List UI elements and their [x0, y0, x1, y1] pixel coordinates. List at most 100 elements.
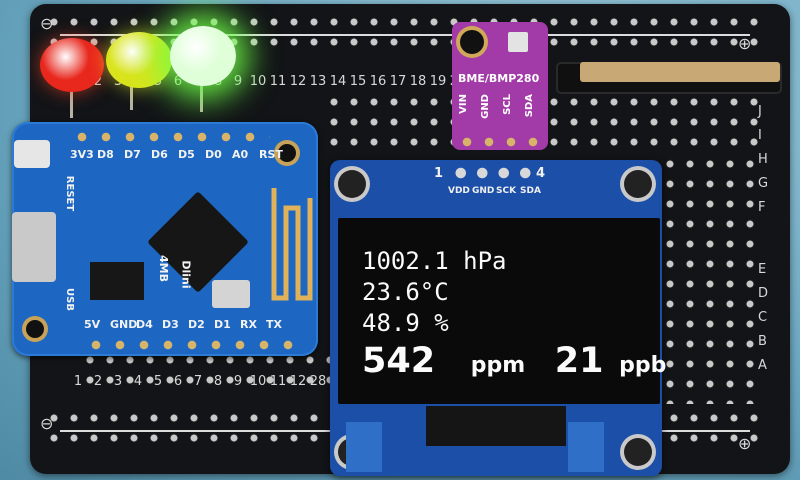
red-led: [40, 38, 104, 92]
side-letter: C: [758, 310, 768, 325]
crystal: [212, 280, 250, 308]
oled-pin-label: SDA: [520, 186, 541, 196]
wemos-pin-label: D0: [205, 148, 222, 161]
bme-pin-label: SCL: [502, 94, 513, 115]
top-pin-row: [70, 130, 270, 144]
row-number: 7: [193, 374, 203, 389]
flex-ribbon: [426, 406, 566, 446]
co2-value: 542: [362, 341, 436, 381]
flash-size-label: 4MB: [156, 255, 170, 282]
micro-usb-port: [12, 212, 56, 282]
oled-pin-row: [450, 166, 536, 180]
row-number: 19: [429, 74, 447, 89]
row-number: 18: [409, 74, 427, 89]
bottom-pin-row: [84, 338, 294, 352]
tvoc-value: 21: [554, 341, 604, 381]
wemos-pin-label: 5V: [84, 318, 101, 331]
wemos-pin-label: D8: [97, 148, 114, 161]
oled-readings: 1002.1 hPa 23.6°C 48.9 % 542 ppm 21 ppb: [362, 246, 666, 381]
row-number: 9: [233, 74, 243, 89]
row-number: 11: [269, 74, 287, 89]
row-number: 16: [369, 74, 387, 89]
side-letter: F: [758, 200, 766, 215]
oled-pin-label: GND: [472, 186, 495, 196]
bme-pin-label: VIN: [458, 94, 469, 114]
green-led: [170, 26, 236, 86]
side-letter: G: [758, 176, 769, 191]
wemos-pin-label: D5: [178, 148, 195, 161]
rail-plus-bottom-right: ⊕: [738, 434, 752, 453]
row-number: 4: [133, 374, 143, 389]
row-number: 1: [73, 374, 83, 389]
row-number: 5: [153, 374, 163, 389]
mount-hole: [26, 320, 44, 338]
usb-label: USB: [63, 288, 75, 311]
side-letter: J: [758, 104, 762, 119]
row-number: 13: [309, 74, 327, 89]
tvoc-unit: ppb: [619, 353, 667, 378]
right-pad-field: [660, 154, 764, 254]
dual-label: Dlini: [179, 260, 193, 289]
bme-pin-label: SDA: [524, 94, 535, 118]
bme-pin-row: [456, 136, 544, 148]
bme-pin-label: GND: [480, 94, 491, 119]
top-rail-line: [60, 34, 750, 36]
wemos-pin-label: RST: [259, 148, 283, 161]
pressure-reading: 1002.1 hPa: [362, 247, 507, 275]
mount-hole: [278, 144, 296, 162]
wemos-pin-label: A0: [232, 148, 249, 161]
mount-hole: [624, 438, 652, 466]
wemos-pin-label: D1: [214, 318, 231, 331]
row-number: 14: [329, 74, 347, 89]
wemos-pin-label: D4: [136, 318, 153, 331]
rail-minus-bottom-left: ⊖: [40, 414, 54, 433]
mount-hole: [338, 170, 366, 198]
mount-hole: [460, 30, 484, 54]
prototype-board: ⊖ ⊕ ⊖ ⊕ 12345678910111213141516171819202…: [30, 4, 790, 474]
wemos-pin-label: D2: [188, 318, 205, 331]
led-leg: [70, 80, 73, 118]
temperature-reading: 23.6°C: [362, 278, 449, 306]
side-letter: A: [758, 358, 767, 373]
row-number: 28: [309, 374, 327, 389]
bottom-row-numbers: 123456789101112282930: [68, 374, 368, 389]
bme-title: BME/BMP280: [458, 72, 540, 85]
lower-pad-field: [80, 350, 360, 390]
antenna-trace: [271, 188, 313, 301]
side-letter: B: [758, 334, 767, 349]
rail-minus-top-left: ⊖: [40, 14, 54, 33]
wemos-pin-label: 3V3: [70, 148, 94, 161]
wemos-pin-label: D7: [124, 148, 141, 161]
co2-unit: ppm: [470, 353, 526, 378]
wemos-pin-label: TX: [266, 318, 282, 331]
side-letter: H: [758, 152, 768, 167]
row-number: 3: [113, 374, 123, 389]
reset-label: RESET: [64, 175, 76, 212]
row-number: 9: [233, 374, 243, 389]
lower-right-pad-field: [660, 254, 764, 404]
side-letter: I: [758, 128, 762, 143]
reset-button[interactable]: [14, 140, 50, 168]
row-number: 11: [269, 374, 287, 389]
oled-pin-label: SCK: [496, 186, 517, 196]
row-number: 10: [249, 374, 267, 389]
oled-pin-number-last: 4: [536, 166, 546, 181]
usb-serial-chip: [90, 262, 144, 300]
led-leg: [130, 80, 133, 110]
side-letter: D: [758, 286, 769, 301]
wemos-pin-label: GND: [110, 318, 138, 331]
mount-hole: [624, 170, 652, 198]
rail-plus-top-right: ⊕: [738, 34, 752, 53]
wemos-pin-label: D3: [162, 318, 179, 331]
row-number: 12: [289, 374, 307, 389]
oled-pin-number-first: 1: [434, 166, 444, 181]
row-number: 6: [173, 74, 183, 89]
bme-sensor-chip: [508, 32, 528, 52]
oled-pin-label: VDD: [448, 186, 470, 196]
row-number: 12: [289, 74, 307, 89]
oled-display: [338, 218, 660, 404]
